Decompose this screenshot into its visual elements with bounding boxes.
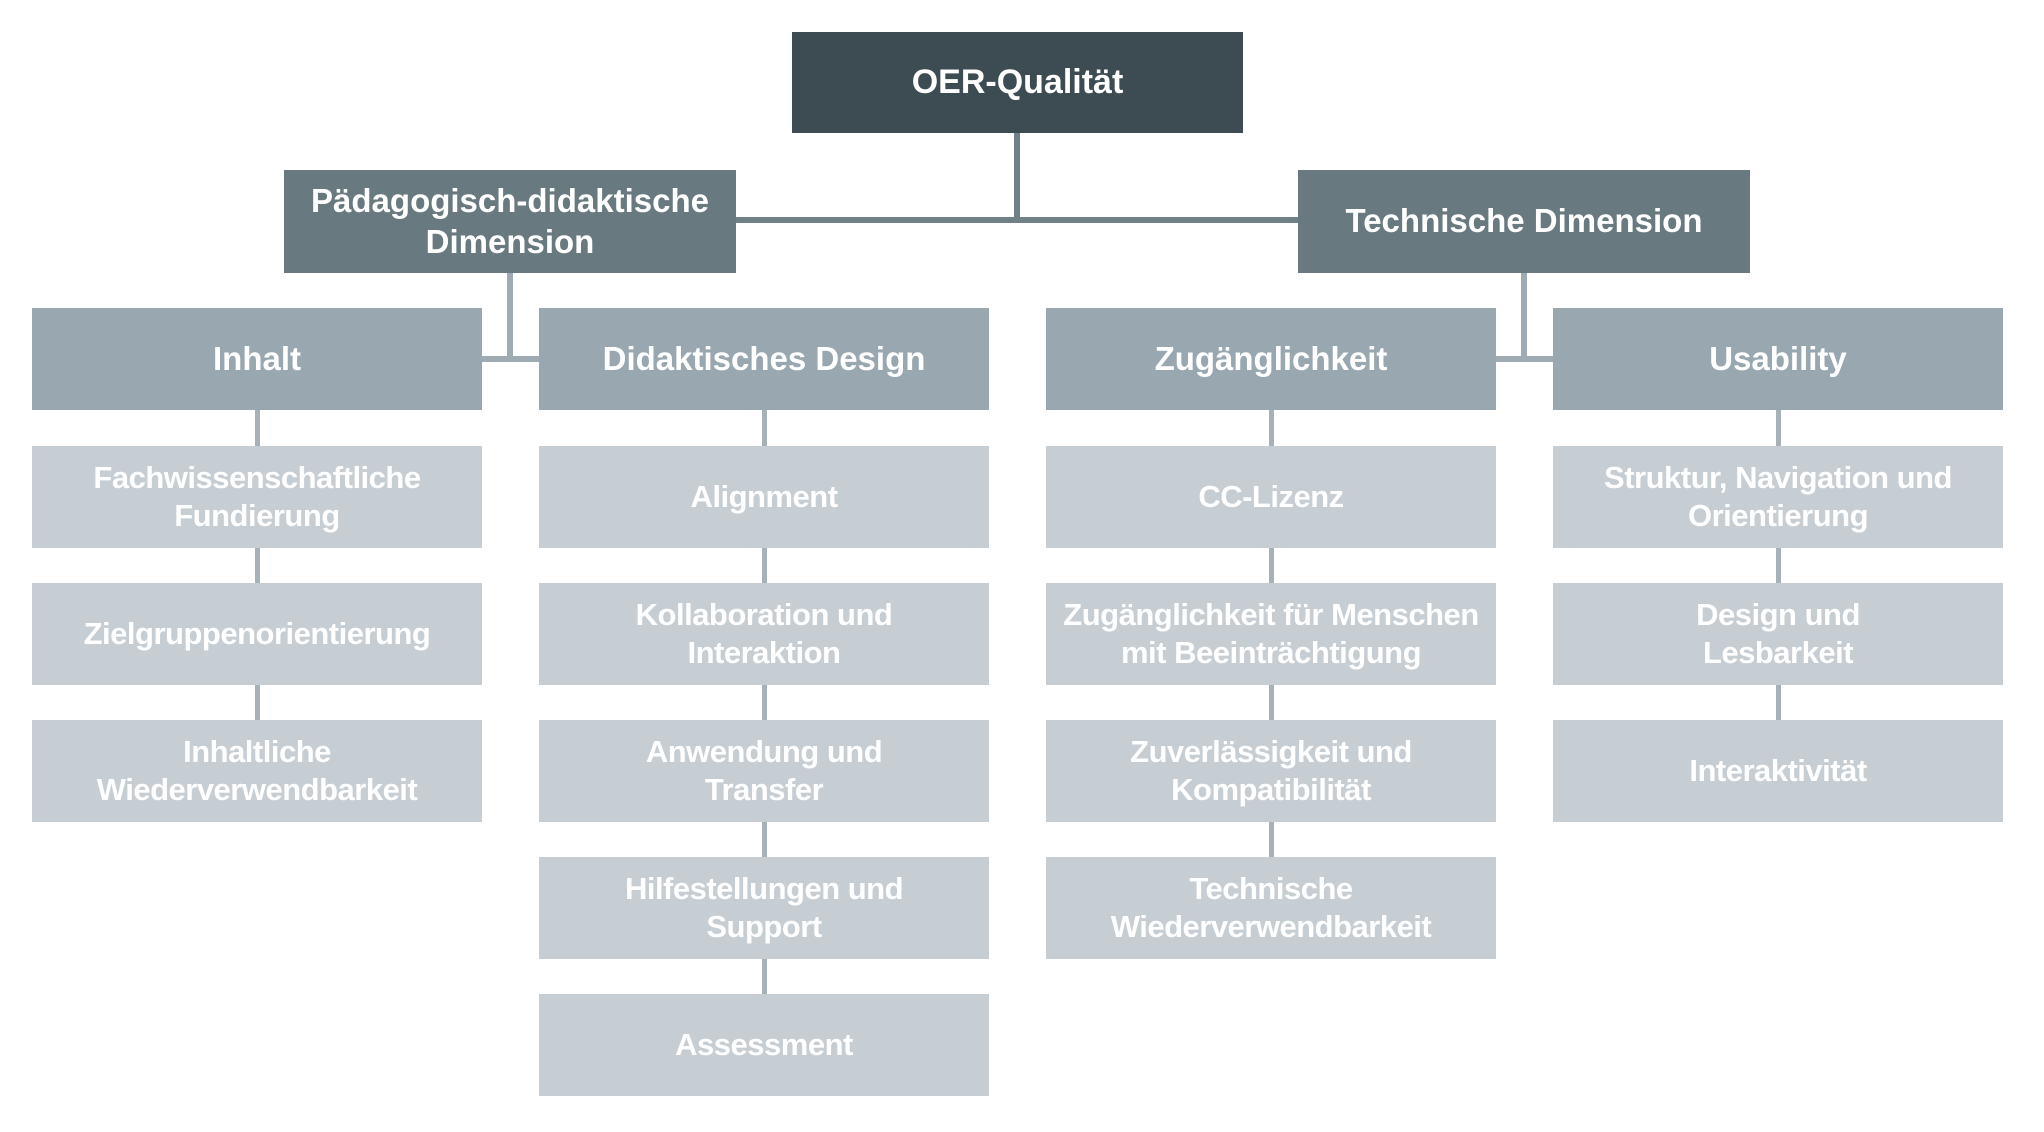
connector-col3-link-3 xyxy=(1269,685,1274,720)
connector-col2-link-2 xyxy=(762,548,767,583)
node-oer-qualitaet: OER-Qualität xyxy=(792,32,1243,133)
connector-col4-link-2 xyxy=(1776,548,1781,583)
connector-dim2-crossbar xyxy=(1496,356,1553,362)
node-item-zielgruppenorientierung: Zielgruppenorientierung xyxy=(32,583,482,685)
node-item-technische-wiederverwendbarkeit: Technische Wiederverwendbarkeit xyxy=(1046,857,1496,959)
connector-dim1-crossbar xyxy=(482,356,539,362)
node-item-anwendung-transfer: Anwendung und Transfer xyxy=(539,720,989,822)
node-cat-zugaenglichkeit: Zugänglichkeit xyxy=(1046,308,1496,410)
connector-col3-link-1 xyxy=(1269,410,1274,446)
connector-col4-link-3 xyxy=(1776,685,1781,720)
node-cat-usability: Usability xyxy=(1553,308,2003,410)
connector-dimensions-horizontal xyxy=(736,217,1298,223)
node-item-alignment: Alignment xyxy=(539,446,989,548)
connector-dim2-stem xyxy=(1521,273,1527,362)
connector-col2-link-4 xyxy=(762,822,767,857)
node-item-interaktivitaet: Interaktivität xyxy=(1553,720,2003,822)
connector-col3-link-2 xyxy=(1269,548,1274,583)
connector-col2-link-1 xyxy=(762,410,767,446)
node-item-assessment: Assessment xyxy=(539,994,989,1096)
node-item-kollaboration-interaktion: Kollaboration und Interaktion xyxy=(539,583,989,685)
node-dim-technisch: Technische Dimension xyxy=(1298,170,1750,273)
node-item-inhaltliche-wiederverwendbarkeit: Inhaltliche Wiederverwendbarkeit xyxy=(32,720,482,822)
node-item-fachwissenschaftliche-fundierung: Fachwissenschaftliche Fundierung xyxy=(32,446,482,548)
node-item-design-lesbarkeit: Design und Lesbarkeit xyxy=(1553,583,2003,685)
connector-col1-link-2 xyxy=(255,548,260,583)
node-cat-inhalt: Inhalt xyxy=(32,308,482,410)
node-item-zuverlaessigkeit-kompatibilitaet: Zuverlässigkeit und Kompatibilität xyxy=(1046,720,1496,822)
node-cat-didaktisches-design: Didaktisches Design xyxy=(539,308,989,410)
connector-col3-link-4 xyxy=(1269,822,1274,857)
connector-col1-link-3 xyxy=(255,685,260,720)
node-item-zugaenglichkeit-menschen: Zugänglichkeit für Menschen mit Beeinträ… xyxy=(1046,583,1496,685)
node-item-struktur-navigation-orientierung: Struktur, Navigation und Orientierung xyxy=(1553,446,2003,548)
connector-root-stem xyxy=(1014,133,1020,220)
node-item-cc-lizenz: CC-Lizenz xyxy=(1046,446,1496,548)
connector-col2-link-5 xyxy=(762,959,767,994)
node-dim-paedagogisch-didaktisch: Pädagogisch-didaktische Dimension xyxy=(284,170,736,273)
connector-dim1-stem xyxy=(507,273,513,362)
connector-col1-link-1 xyxy=(255,410,260,446)
connector-col2-link-3 xyxy=(762,685,767,720)
connector-col4-link-1 xyxy=(1776,410,1781,446)
node-item-hilfestellungen-support: Hilfestellungen und Support xyxy=(539,857,989,959)
